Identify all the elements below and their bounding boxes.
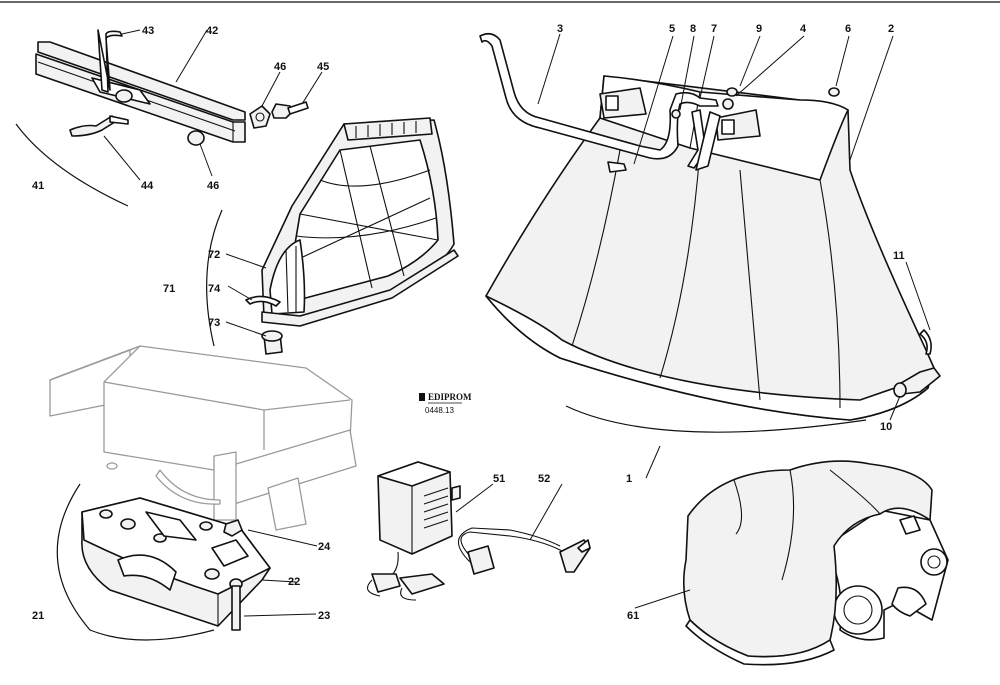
callout-74: 74 (208, 283, 221, 295)
callout-7: 7 (711, 23, 717, 35)
grass-bag-1 (485, 75, 941, 421)
charger-51 (366, 461, 461, 601)
callout-23: 23 (318, 610, 330, 622)
callout-46-lower: 46 (207, 180, 219, 192)
callout-6: 6 (845, 23, 851, 35)
battery-tray-22 (81, 497, 271, 627)
leader-lines (103, 29, 931, 617)
callout-44: 44 (141, 180, 154, 192)
callout-5: 5 (669, 23, 675, 35)
bracket-21 (56, 483, 215, 641)
logo-code: 0448.13 (425, 406, 454, 415)
callout-21: 21 (32, 610, 44, 622)
callout-45: 45 (317, 61, 329, 73)
callout-71: 71 (163, 283, 175, 295)
nut-46-lower (187, 130, 205, 146)
callout-61: 61 (627, 610, 639, 622)
callout-labels: 3 5 8 7 9 4 6 2 11 10 1 43 42 46 45 41 4… (32, 23, 905, 622)
callout-10: 10 (880, 421, 892, 433)
cover-61 (682, 460, 949, 666)
logo-brand: EDIPROM (428, 392, 472, 402)
handle-3 (479, 32, 719, 173)
bracket-41 (15, 123, 129, 207)
callout-43: 43 (142, 25, 154, 37)
callout-22: 22 (288, 576, 300, 588)
callout-52: 52 (538, 473, 550, 485)
bracket-1 (565, 405, 867, 433)
bolt-23 (229, 578, 243, 631)
nut-24 (223, 519, 243, 537)
callout-41: 41 (32, 180, 44, 192)
hardware-4-9 (671, 87, 738, 119)
rail-assembly-41 (35, 29, 246, 146)
bracket-71 (206, 209, 223, 347)
deflector-71 (245, 117, 459, 355)
callout-42: 42 (206, 25, 218, 37)
callout-24: 24 (318, 541, 331, 553)
callout-3: 3 (557, 23, 563, 35)
frame-ghost (49, 345, 357, 531)
callout-9: 9 (756, 23, 762, 35)
callout-8: 8 (690, 23, 696, 35)
cable-52 (457, 527, 591, 575)
callout-2: 2 (888, 23, 894, 35)
callout-4: 4 (800, 23, 807, 35)
ediprom-logo: EDIPROM 0448.13 (419, 392, 472, 415)
callout-11: 11 (893, 250, 905, 262)
callout-73: 73 (208, 317, 220, 329)
callout-72: 72 (208, 249, 220, 261)
callout-46-upper: 46 (274, 61, 286, 73)
callout-1: 1 (626, 473, 632, 485)
hardware-45-46 (249, 101, 309, 129)
callout-51: 51 (493, 473, 505, 485)
